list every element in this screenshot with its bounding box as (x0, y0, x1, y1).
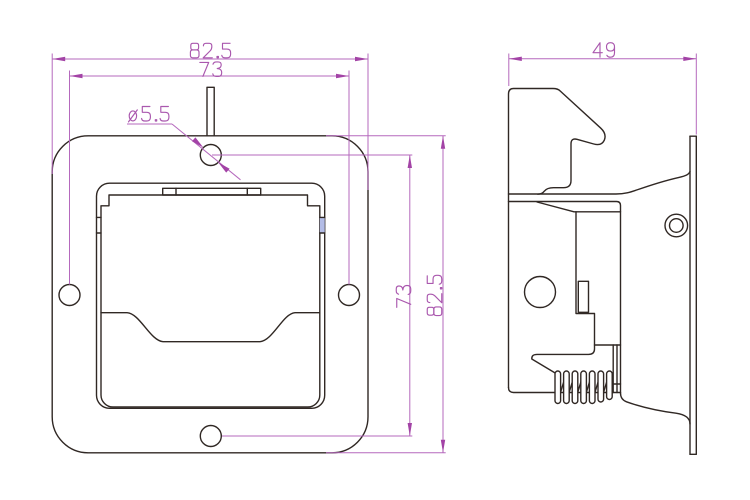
dim-front-overall-width-arrowhead-start (52, 56, 66, 62)
front-plate-outline (51, 135, 369, 454)
side-view (507, 87, 697, 455)
dim-text-side-overall-depth (592, 42, 616, 58)
dim-front-hole-diameter-arrowhead-end (218, 162, 230, 173)
dim-front-hole-diameter-arrowhead-start (192, 137, 204, 148)
dim-side-overall-depth (508, 53, 697, 135)
dim-front-hole-spacing-v-arrowhead-end (407, 423, 412, 436)
front-paddle-outline (100, 194, 321, 408)
spring-coil-2 (562, 370, 570, 405)
dim-front-overall-width (51, 53, 369, 190)
dim-front-overall-height (326, 135, 446, 454)
dim-front-hole-spacing-h (69, 70, 350, 285)
spring-coil-1 (554, 370, 562, 405)
side-bottom-sweep (619, 392, 691, 425)
dim-front-hole-diameter-leader-line (171, 123, 241, 181)
side-pivot-hole (523, 275, 557, 309)
spring-coil-5 (588, 370, 596, 405)
spring-coil-3 (571, 370, 579, 405)
side-arm-top-edge (536, 201, 622, 213)
front-hinge-tab (161, 187, 262, 196)
side-rivet-inner (668, 217, 684, 233)
front-finger-scoop (100, 312, 321, 343)
side-mechanism-outline (531, 211, 596, 375)
spring-coil-7 (605, 370, 613, 401)
dim-text-front-hole-spacing-h (199, 61, 223, 77)
front-hinge-pin-highlight (319, 217, 325, 233)
dim-side-overall-depth-arrowhead-end (683, 56, 697, 61)
dim-text-front-overall-width (189, 42, 232, 59)
side-pan-bottom-line (507, 200, 622, 394)
dim-text-front-overall-height (426, 274, 443, 317)
dim-front-hole-spacing-h-arrowhead-start (69, 73, 83, 79)
spring-coil-6 (597, 370, 605, 403)
front-hole-bottom (199, 424, 223, 448)
front-hole-left (58, 283, 81, 307)
side-spring (554, 370, 613, 405)
dim-front-hole-diameter (127, 123, 241, 181)
dim-front-hole-spacing-v (212, 154, 413, 437)
dim-side-overall-depth-arrowhead-start (508, 56, 522, 61)
dim-front-overall-height-arrowhead-start (440, 135, 446, 149)
side-pan-top-line (507, 170, 691, 195)
front-recess-outline (95, 182, 326, 410)
side-rivet-outer (664, 213, 689, 238)
dim-front-overall-width-arrowhead-end (355, 56, 368, 62)
dim-front-hole-spacing-v-arrowhead-start (407, 155, 412, 168)
side-slider-tab (577, 280, 590, 313)
dim-front-hole-spacing-h-arrowhead-end (336, 73, 349, 79)
dim-front-overall-height-arrowhead-end (440, 439, 446, 453)
dimension-texts (127, 42, 616, 317)
front-hole-right (337, 283, 361, 307)
dim-text-front-hole-spacing-v (395, 284, 412, 308)
front-top-pin (206, 86, 215, 137)
side-body-bottom-edge (507, 386, 622, 394)
side-hook-outline (507, 87, 606, 389)
spring-coil-4 (580, 370, 588, 405)
dim-text-front-hole-diameter (127, 105, 170, 123)
dimensions (51, 53, 697, 454)
front-view (51, 86, 369, 454)
